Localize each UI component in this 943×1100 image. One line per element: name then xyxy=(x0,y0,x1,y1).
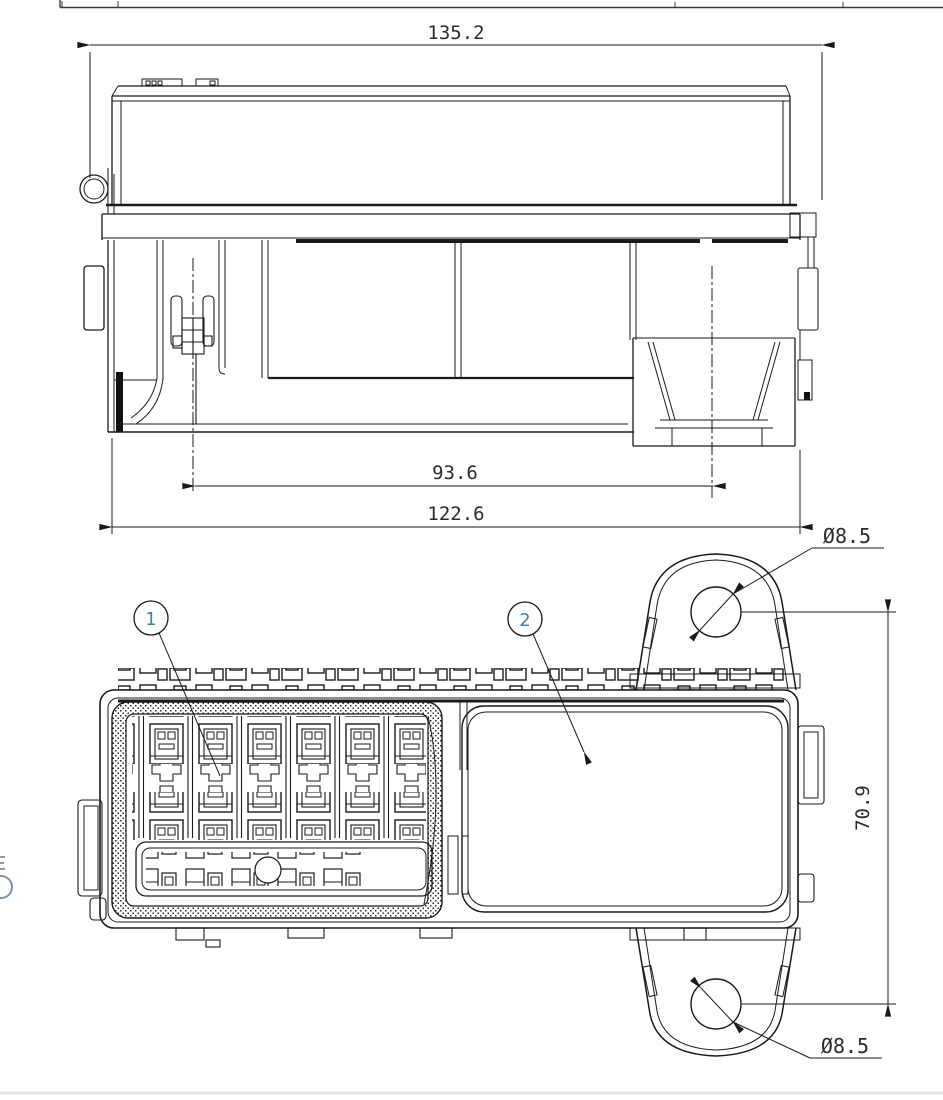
balloon-2-label: 2 xyxy=(519,610,530,631)
dim-base-width-label: 122.6 xyxy=(427,503,484,525)
fuse-row-middle xyxy=(132,764,426,792)
dim-mount-height-label: 70.9 xyxy=(852,785,874,831)
balloon-1-label: 1 xyxy=(145,609,156,630)
balloon-1: 1 xyxy=(133,600,221,777)
plan-clips-right xyxy=(797,725,825,903)
dim-cover-width-label: 135.2 xyxy=(427,22,484,44)
balloon-2: 2 xyxy=(507,601,592,765)
sheet-edge-zone-marker xyxy=(0,856,13,899)
drawing-frame-top xyxy=(59,0,943,9)
side-clips-right xyxy=(789,212,819,401)
plan-view: Ø8.5 Ø8.5 70.9 1 2 xyxy=(77,524,896,1059)
latch-detail xyxy=(170,295,215,424)
divider-ribs xyxy=(447,700,469,895)
dim-cover-width: 135.2 xyxy=(77,22,835,200)
front-view: 135.2 xyxy=(77,22,835,534)
plan-bottom-tabs xyxy=(175,927,707,948)
relay-cavity xyxy=(461,705,789,913)
top-connector-strip xyxy=(118,668,784,690)
dim-hole-top: Ø8.5 xyxy=(689,524,884,642)
plan-clip-left xyxy=(77,799,107,921)
dim-hole-top-label: Ø8.5 xyxy=(823,524,871,548)
cover-lid xyxy=(102,78,800,215)
centerlines xyxy=(192,258,713,498)
dim-hole-bottom: Ø8.5 xyxy=(690,976,882,1059)
cropped-balloon-icon xyxy=(0,875,13,899)
fuse-row-lower xyxy=(132,792,426,840)
dim-hole-bottom-label: Ø8.5 xyxy=(821,1034,869,1058)
dim-mount-height: 70.9 xyxy=(742,599,896,1017)
lid-rib xyxy=(141,78,183,87)
lid-rib xyxy=(195,78,219,87)
connector-strip xyxy=(135,841,433,897)
fuse-row-upper xyxy=(132,716,426,764)
mounting-foot xyxy=(632,337,796,447)
side-clip-left xyxy=(83,265,105,331)
hinge-loop xyxy=(79,168,115,214)
dim-mount-pitch: 93.6 xyxy=(182,462,726,490)
connector-strip-hole xyxy=(254,856,282,884)
dim-mount-pitch-label: 93.6 xyxy=(432,462,478,484)
mount-bracket-bottom xyxy=(629,927,801,1057)
dim-base-width: 122.6 xyxy=(99,438,813,534)
fuse-field xyxy=(111,700,469,919)
base-body xyxy=(83,214,801,433)
